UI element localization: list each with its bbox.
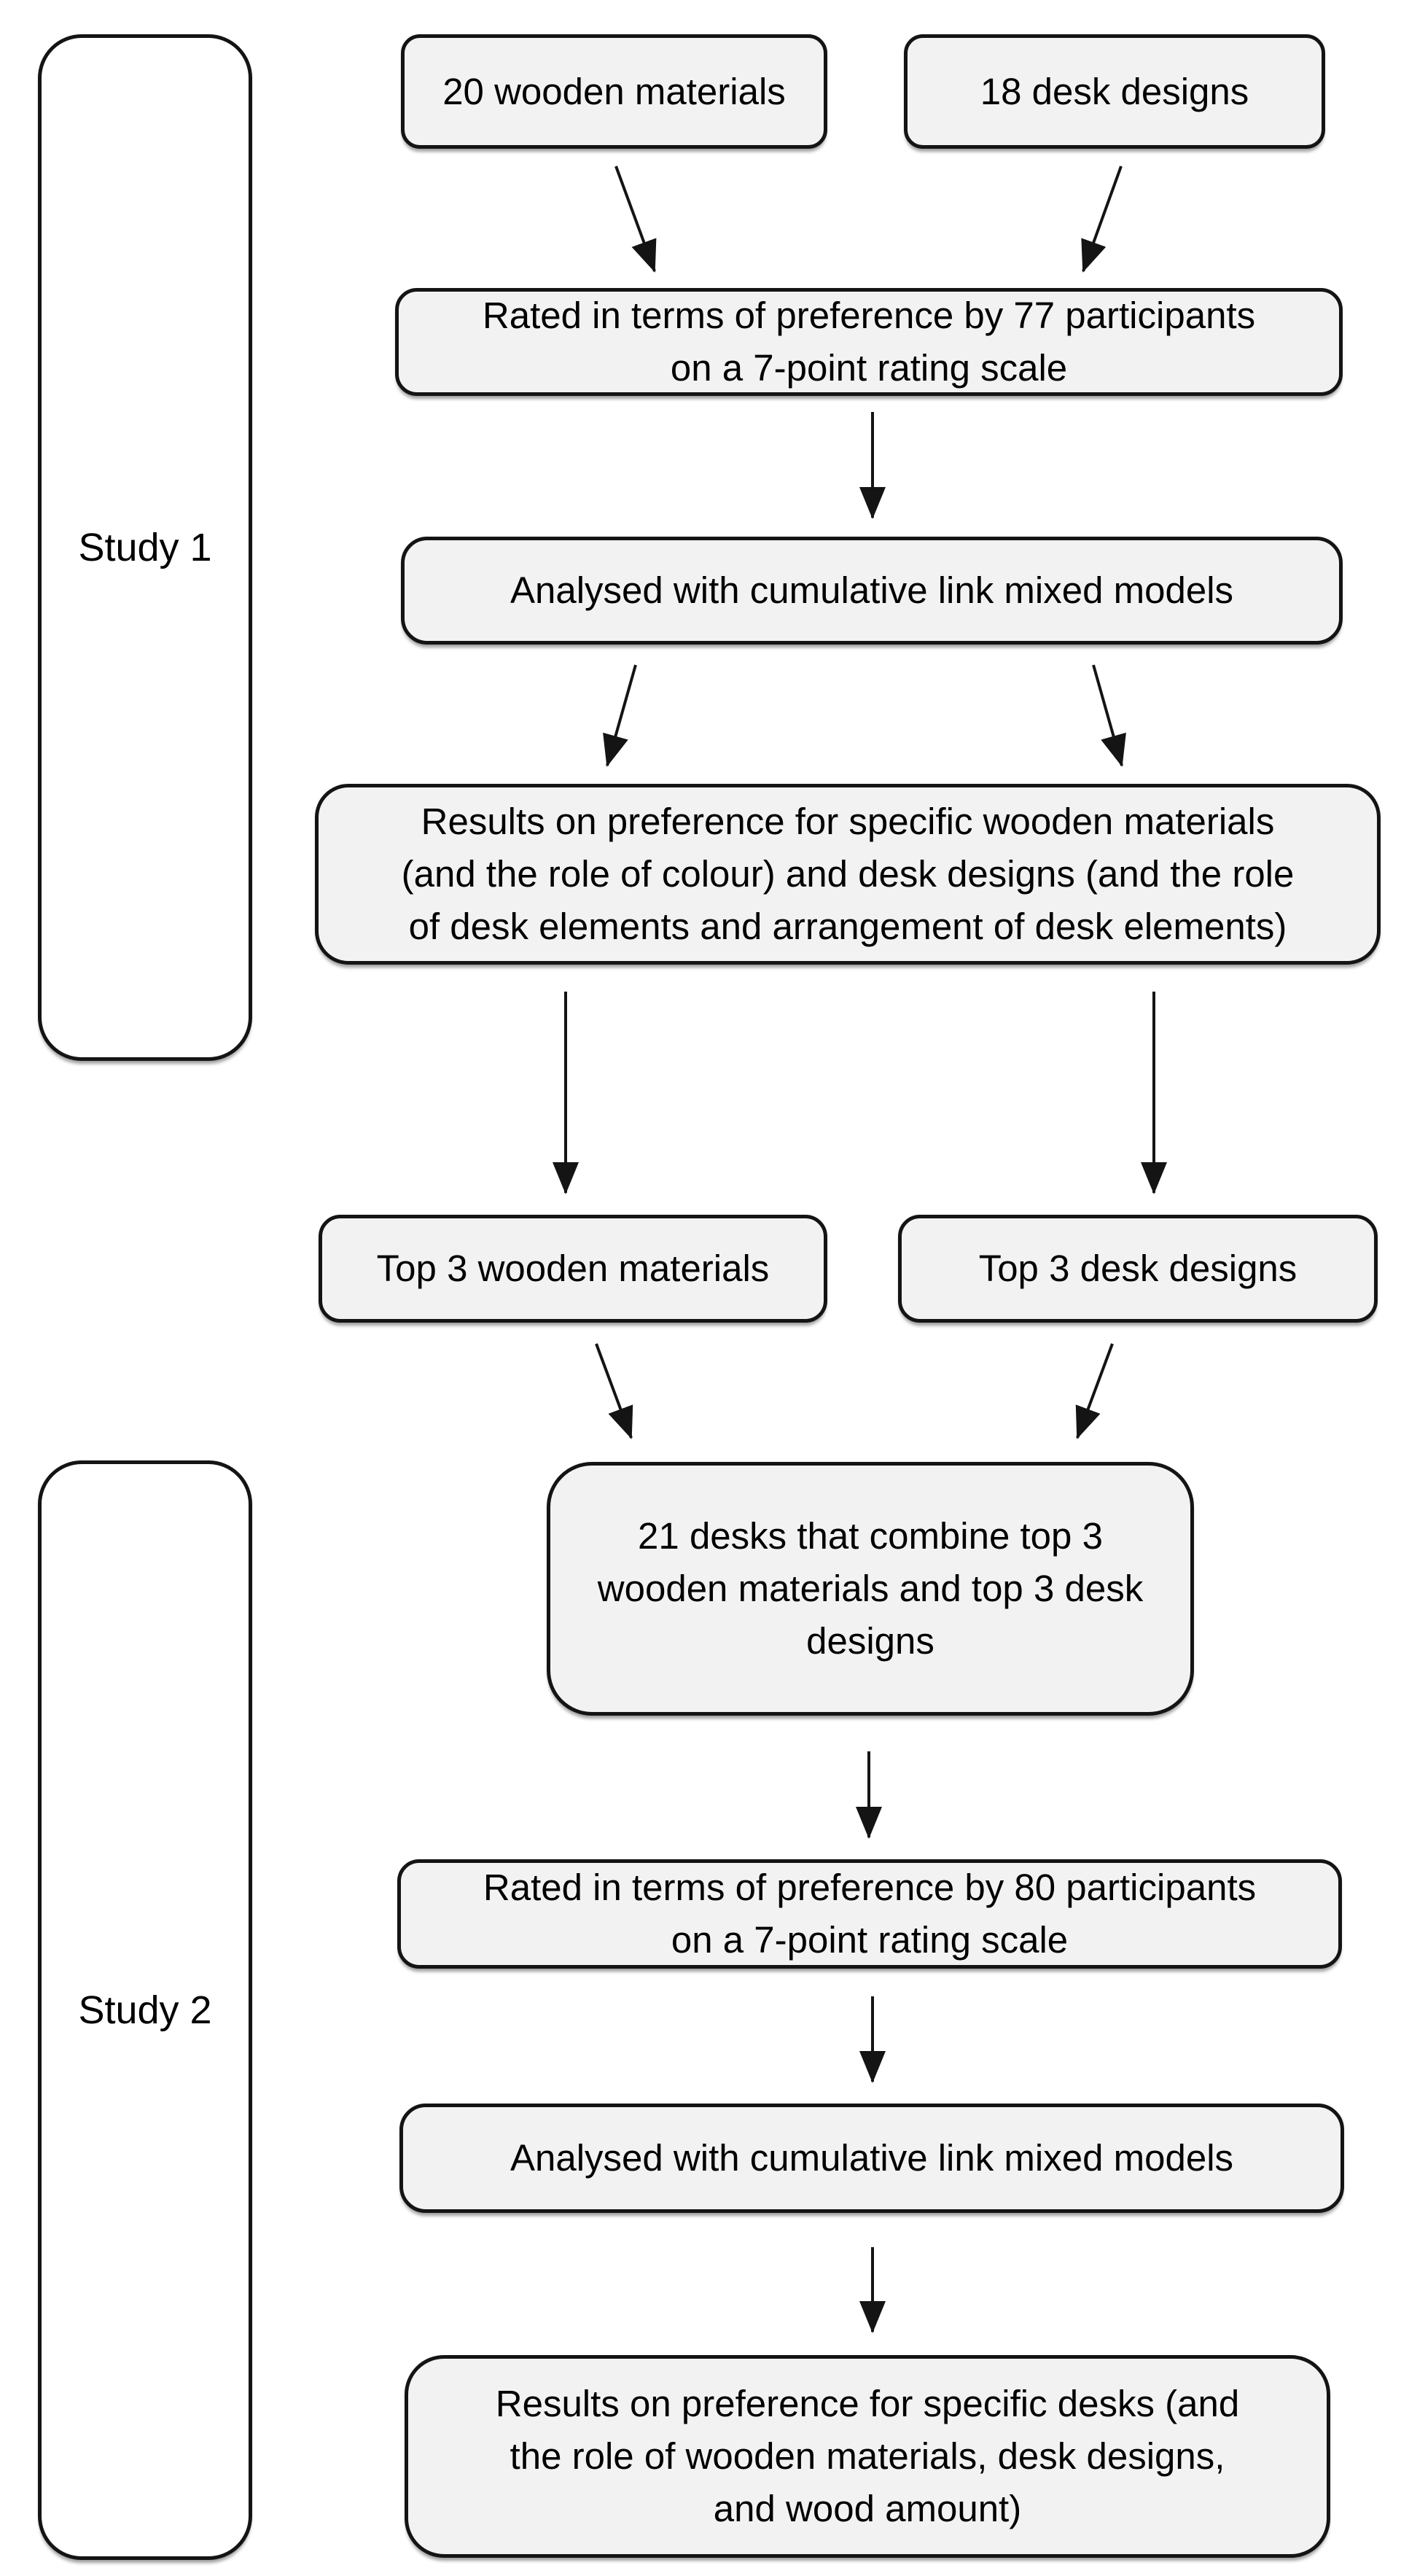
node-20-wooden-materials: 20 wooden materials [401,34,827,149]
arrow-18designs-to-rated77 [1081,166,1123,273]
study1-group-box: Study 1 [38,34,252,1061]
arrow-20materials-to-rated77 [614,166,657,273]
study1-label: Study 1 [78,526,212,569]
arrow-top3materials-to-21desks [595,1343,633,1439]
node-rated-80-participants: Rated in terms of preference by 80 parti… [397,1859,1342,1969]
node-top3-wooden-materials: Top 3 wooden materials [319,1215,827,1323]
study2-label: Study 2 [78,1988,212,2032]
node-results-study2: Results on preference for specific desks… [405,2355,1330,2558]
arrow-analysed1-to-results1-left [603,664,637,767]
node-analysed-clmm-study2: Analysed with cumulative link mixed mode… [399,2104,1344,2213]
node-18-desk-designs: 18 desk designs [904,34,1325,149]
arrow-top3designs-to-21desks [1075,1343,1114,1439]
node-21-combined-desks: 21 desks that combine top 3 wooden mater… [547,1462,1194,1716]
node-rated-77-participants: Rated in terms of preference by 77 parti… [395,288,1343,396]
node-top3-desk-designs: Top 3 desk designs [898,1215,1378,1323]
node-results-study1: Results on preference for specific woode… [315,784,1381,965]
node-analysed-clmm-study1: Analysed with cumulative link mixed mode… [401,537,1343,645]
arrow-analysed1-to-results1-right [1092,664,1126,767]
study2-group-box: Study 2 [38,1460,252,2560]
